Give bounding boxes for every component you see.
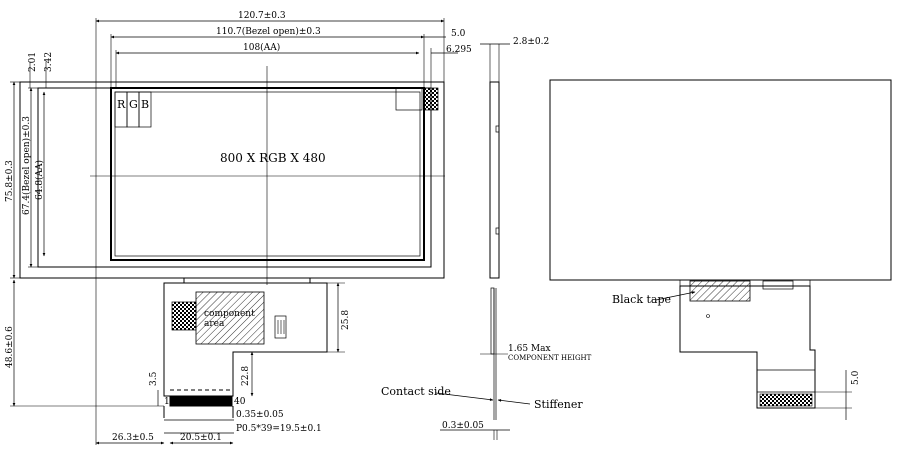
checker-marker xyxy=(423,87,439,111)
active-area xyxy=(110,87,425,261)
component-area-hatch xyxy=(195,291,265,345)
dim-fpc-height-1: 25.8 xyxy=(341,310,351,330)
back-view xyxy=(549,79,892,420)
dim-component-max: 1.65 Max xyxy=(508,344,551,354)
front-view-labels: 120.7±0.3 110.7(Bezel open)±0.3 108(AA) … xyxy=(5,11,472,443)
side-view xyxy=(435,43,531,440)
dim-pitch: P0.5*39=19.5±0.1 xyxy=(236,424,322,434)
back-view-labels: Black tape 5.0 xyxy=(612,293,861,385)
dim-fpc-height-3: 3.5 xyxy=(149,371,159,386)
back-contacts xyxy=(759,393,813,407)
rgb-r-label: R xyxy=(117,98,126,111)
component-area-label-1: component xyxy=(204,309,255,319)
side-view-labels: 2.8±0.2 1.65 Max COMPONENT HEIGHT Contac… xyxy=(381,37,592,431)
dim-right-offset-2: 6.295 xyxy=(446,45,472,55)
back-panel xyxy=(549,79,892,281)
dim-pin-thickness: 0.35±0.05 xyxy=(236,410,284,420)
rgb-box-b xyxy=(138,91,152,128)
fpc-connector-mark xyxy=(274,315,287,339)
side-panel xyxy=(489,81,500,279)
bezel-opening xyxy=(37,87,432,268)
rgb-b-label: B xyxy=(141,98,149,111)
pin-first-label: 1 xyxy=(164,397,170,407)
dim-back-stiffener: 5.0 xyxy=(851,370,861,385)
module-outline xyxy=(19,81,445,279)
dim-fpc-pin-width: 20.5±0.1 xyxy=(180,433,222,443)
dim-top-offset-2: 3.42 xyxy=(44,52,54,72)
dim-stiffener-thickness: 0.3±0.05 xyxy=(442,421,484,431)
resolution-label: 800 X RGB X 480 xyxy=(220,151,326,165)
dim-right-offset-1: 5.0 xyxy=(451,29,466,39)
rgb-g-label: G xyxy=(129,98,138,111)
dim-outline-height: 75.8±0.3 xyxy=(5,160,15,202)
component-area-label-2: area xyxy=(204,319,225,329)
dim-side-thickness: 2.8±0.2 xyxy=(513,37,549,47)
pin-last-label: 40 xyxy=(234,397,246,407)
dim-top-offset-1: 2.01 xyxy=(28,52,38,72)
dim-aa-height: 64.8(AA) xyxy=(34,160,45,200)
black-tape-area xyxy=(689,280,751,302)
black-tape-label: Black tape xyxy=(612,293,671,306)
dim-bezel-height: 67.4(Bezel open)±0.3 xyxy=(21,116,32,215)
component-height-label: COMPONENT HEIGHT xyxy=(508,354,592,362)
stiffener-label: Stiffener xyxy=(534,398,583,411)
dim-outline-width: 120.7±0.3 xyxy=(238,11,286,21)
fpc-checker xyxy=(171,301,197,331)
back-fpc-outline xyxy=(679,285,816,409)
dim-aa-width: 108(AA) xyxy=(243,42,280,53)
dim-bezel-width: 110.7(Bezel open)±0.3 xyxy=(216,26,321,37)
pin-strip xyxy=(169,395,233,407)
dim-total-height: 48.6±0.6 xyxy=(5,326,15,368)
front-view xyxy=(10,18,458,445)
contact-side-label: Contact side xyxy=(381,385,451,398)
dim-fpc-left: 26.3±0.5 xyxy=(112,433,154,443)
dim-fpc-height-2: 22.8 xyxy=(241,366,251,386)
